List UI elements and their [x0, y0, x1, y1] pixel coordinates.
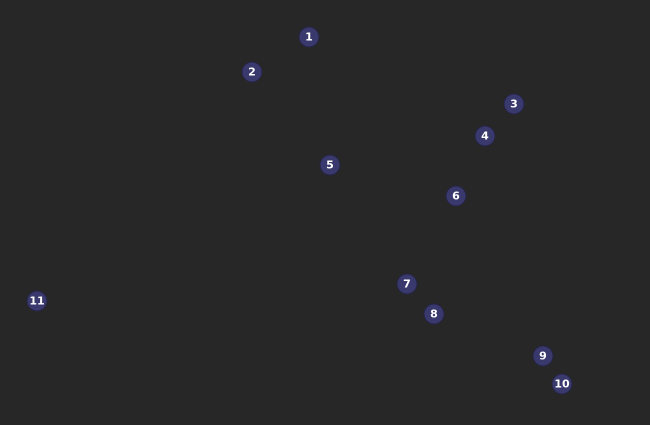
marker-badge-3[interactable]: 3 — [503, 93, 525, 115]
marker-badge-2[interactable]: 2 — [241, 61, 263, 83]
marker-badge-9[interactable]: 9 — [532, 345, 554, 367]
marker-badge-6[interactable]: 6 — [445, 185, 467, 207]
marker-badge-4[interactable]: 4 — [474, 125, 496, 147]
marker-badge-7[interactable]: 7 — [396, 273, 418, 295]
marker-badge-1[interactable]: 1 — [298, 26, 320, 48]
marker-badge-11[interactable]: 11 — [26, 290, 48, 312]
marker-badge-8[interactable]: 8 — [423, 303, 445, 325]
marker-badge-10[interactable]: 10 — [551, 373, 573, 395]
marker-badge-5[interactable]: 5 — [319, 154, 341, 176]
